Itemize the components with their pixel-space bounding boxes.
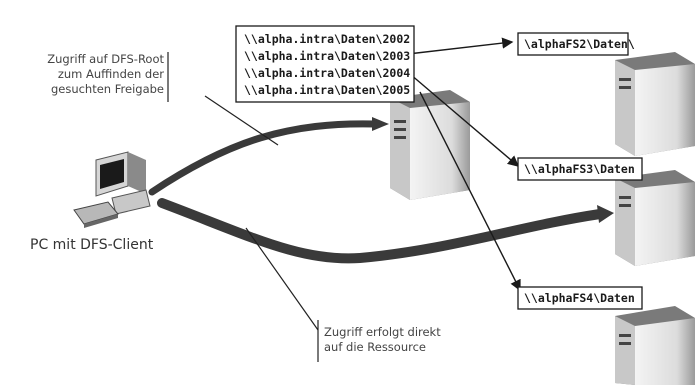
dfs-root-server (390, 90, 470, 200)
client-pc-icon (73, 151, 151, 228)
callout-dfs-root: Zugriff auf DFS-Root zum Auffinden der g… (18, 52, 164, 97)
callout-direct-line1: Zugriff erfolgt direkt (324, 325, 441, 339)
file-server-fs3 (615, 170, 695, 266)
callout-direct-access: Zugriff erfolgt direkt auf die Ressource (324, 325, 441, 355)
dfs-link-2005: \\alpha.intra\Daten\2005 (244, 83, 411, 97)
file-server-fs2 (615, 52, 695, 156)
flow-arrow-direct-access (157, 198, 614, 264)
dfs-link-2002: \\alpha.intra\Daten\2002 (244, 32, 411, 46)
flow-arrow-dfs-root (148, 117, 389, 196)
fs4-label-box (517, 286, 643, 310)
fs2-label-box (517, 32, 629, 56)
link-arrows (407, 37, 521, 292)
file-server-fs4 (615, 306, 695, 385)
callout-dfs-root-line3: gesuchten Freigabe (50, 82, 164, 96)
fs4-path: \\alphaFS4\Daten (524, 291, 635, 305)
callout-dfs-root-line2: zum Auffinden der (57, 67, 164, 81)
fs2-path: \alphaFS2\Daten\ (524, 37, 635, 51)
dfs-link-table (235, 25, 415, 103)
client-pc-label: PC mit DFS-Client (30, 237, 154, 253)
dfs-link-2004: \\alpha.intra\Daten\2004 (244, 66, 411, 80)
fs3-label-box (517, 157, 643, 181)
dfs-link-2003: \\alpha.intra\Daten\2003 (244, 49, 411, 63)
callout-direct-line2: auf die Ressource (324, 340, 426, 354)
fs3-path: \\alphaFS3\Daten (524, 162, 635, 176)
callout-leaders (167, 52, 319, 362)
callout-dfs-root-line1: Zugriff auf DFS-Root (47, 52, 164, 66)
